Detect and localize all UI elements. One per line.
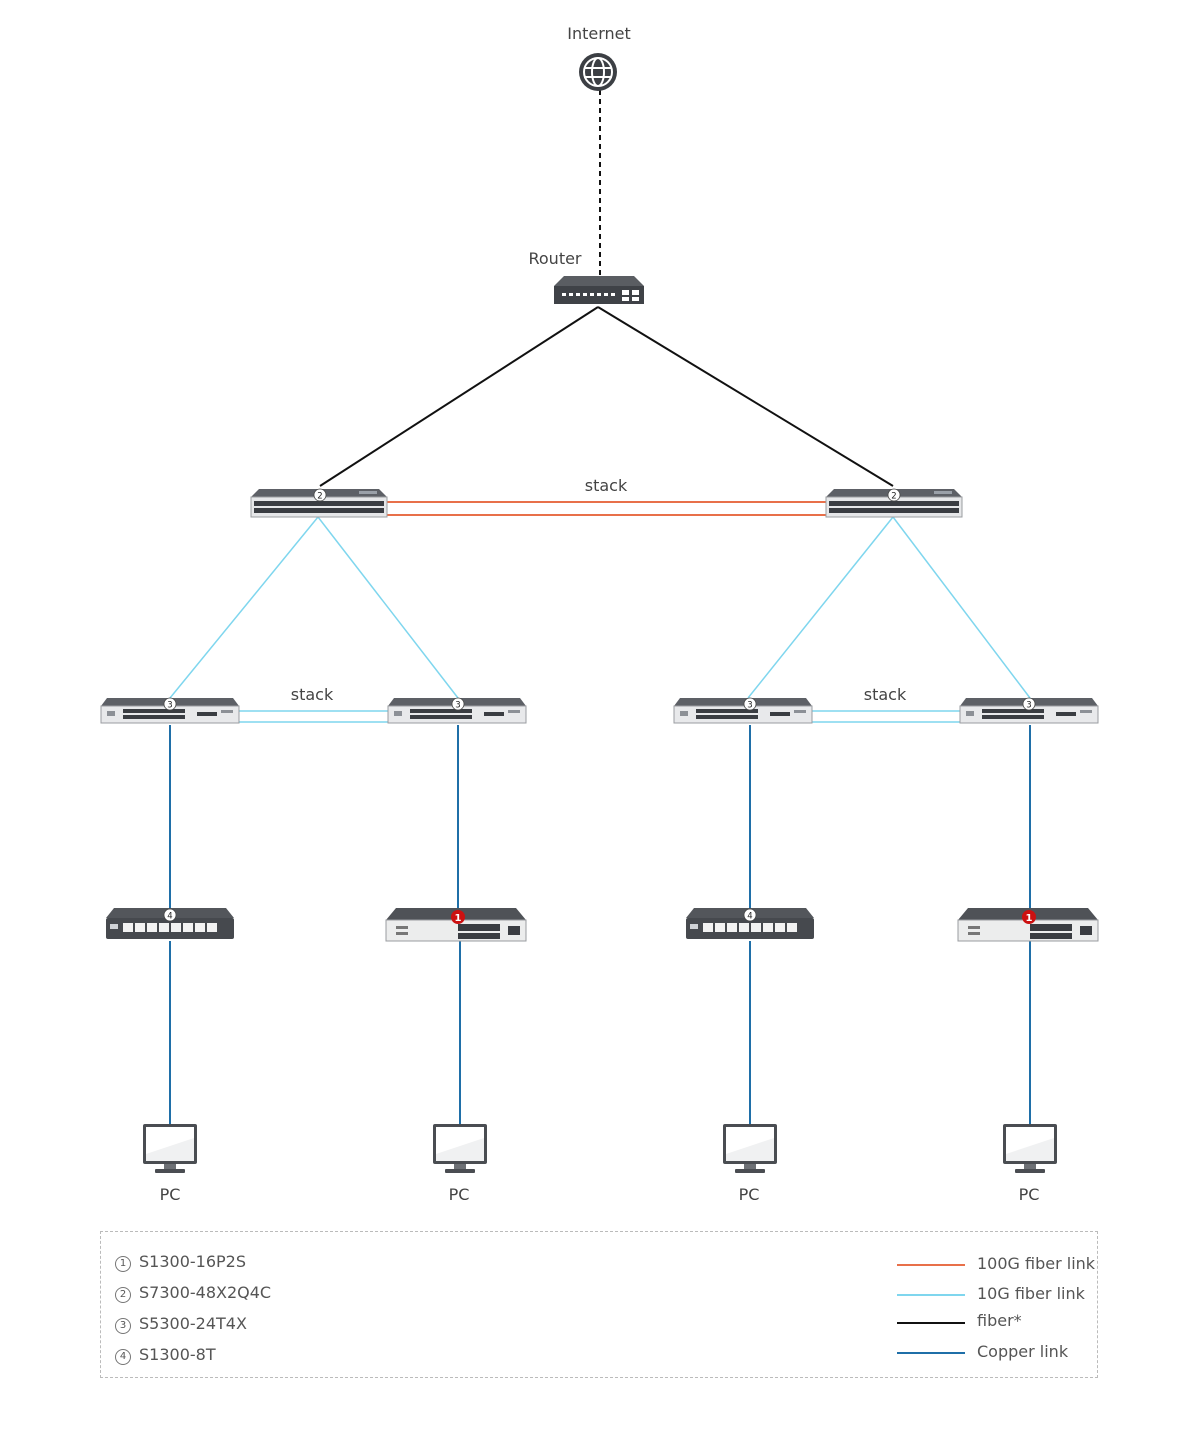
legend-label-100g: 100G fiber link [977,1254,1096,1273]
legend-model: S1300-8T [139,1345,216,1364]
core-dist-link [317,516,459,699]
legend-number: 3 [115,1318,131,1334]
legend-model: S7300-48X2Q4C [139,1283,272,1302]
monitor-icon [1003,1124,1057,1173]
switch-icon [673,697,813,724]
access-switch-4: 1 [957,907,1099,942]
legend-line-100g [897,1264,965,1266]
legend-line-fiber [897,1322,965,1324]
legend: 1 S1300-16P2S 2 S7300-48X2Q4C 3 S5300-24T4X… [100,1231,1098,1378]
badge-core-right: 2 [891,492,896,502]
router-label: Router [528,249,582,268]
dist-stack-right-label: stack [863,685,907,704]
core-switch-left: 2 [250,488,388,518]
pc-label: PC [738,1185,760,1204]
legend-label-fiber: fiber* [977,1311,1022,1330]
core-stack-label: stack [584,476,628,495]
access-switch-3: 4 [686,908,814,939]
legend-label-10g: 10G fiber link [977,1284,1085,1303]
badge-dist-1: 3 [167,701,172,711]
badge-access-4: 1 [1026,913,1033,924]
dist-switch-1: 3 [100,697,240,724]
legend-line-copper [897,1352,965,1354]
dist-switch-3: 3 [673,697,813,724]
globe-icon [579,53,617,91]
badge-access-1: 4 [167,912,172,922]
badge-access-3: 4 [747,912,752,922]
core-switch-right: 2 [825,488,963,518]
core-dist-link [747,516,894,699]
core-dist-link [169,516,319,699]
monitor-icon [723,1124,777,1173]
access-switch-2: 1 [385,907,527,942]
monitor-icon [143,1124,197,1173]
legend-device-1: 1 S1300-16P2S [115,1252,246,1272]
router-core-left-link [319,306,599,487]
dist-switch-2: 3 [387,697,527,724]
access-switch-1: 4 [106,908,234,939]
legend-device-4: 4 S1300-8T [115,1345,216,1365]
legend-line-10g [897,1294,965,1296]
legend-label-copper: Copper link [977,1342,1069,1361]
badge-core-left: 2 [317,492,322,502]
router-core-right-link [597,306,894,487]
pc-label: PC [448,1185,470,1204]
badge-dist-2: 3 [455,701,460,711]
legend-device-2: 2 S7300-48X2Q4C [115,1283,271,1303]
dist-stack-left-label: stack [290,685,334,704]
core-dist-link [892,516,1031,699]
dist-switch-4: 3 [959,697,1099,724]
legend-number: 1 [115,1256,131,1272]
legend-number: 4 [115,1349,131,1365]
legend-model: S5300-24T4X [139,1314,247,1333]
router-icon [554,276,644,304]
legend-model: S1300-16P2S [139,1252,246,1271]
legend-number: 2 [115,1287,131,1303]
badge-dist-3: 3 [747,701,752,711]
copper-links [169,725,1031,1124]
pc-label: PC [159,1185,181,1204]
legend-device-3: 3 S5300-24T4X [115,1314,247,1334]
badge-dist-4: 3 [1026,701,1031,711]
badge-access-2: 1 [455,913,462,924]
monitor-icon [433,1124,487,1173]
internet-label: Internet [567,24,631,43]
pc-label: PC [1018,1185,1040,1204]
